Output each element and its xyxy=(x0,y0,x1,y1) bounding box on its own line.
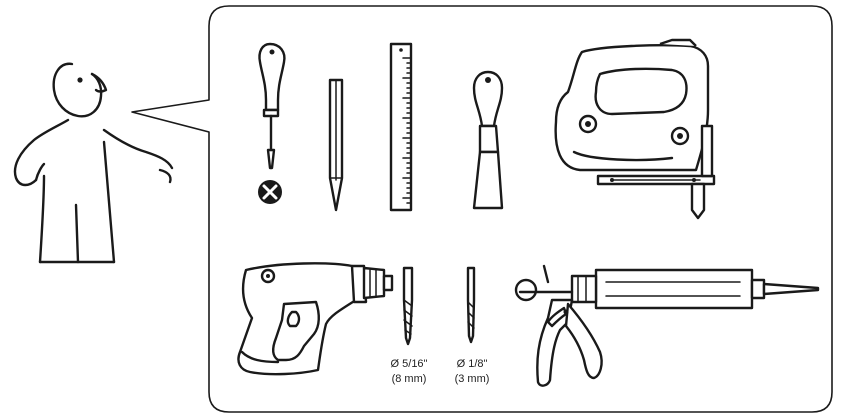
drill-bit-8mm-metric-label: (8 mm) xyxy=(391,373,427,385)
power-drill-icon xyxy=(237,262,394,376)
pencil-icon xyxy=(328,78,344,212)
phillips-screwdriver-icon xyxy=(258,42,286,170)
tools-panel xyxy=(131,5,833,413)
jigsaw-icon xyxy=(554,38,716,220)
x-mark-icon xyxy=(258,180,282,204)
putty-knife-icon xyxy=(472,70,504,210)
drill-bit-3mm-metric-label: (3 mm) xyxy=(454,373,490,385)
caulking-gun-icon xyxy=(514,264,820,387)
drill-bit-8mm-icon xyxy=(402,266,414,346)
drill-bit-8mm-diameter-label: Ø 5/16" xyxy=(390,358,428,370)
drill-bit-3mm-diameter-label: Ø 1/8" xyxy=(456,358,488,370)
drill-bit-3mm-icon xyxy=(466,266,476,344)
person-icon xyxy=(13,62,174,264)
ruler-icon xyxy=(389,42,413,212)
